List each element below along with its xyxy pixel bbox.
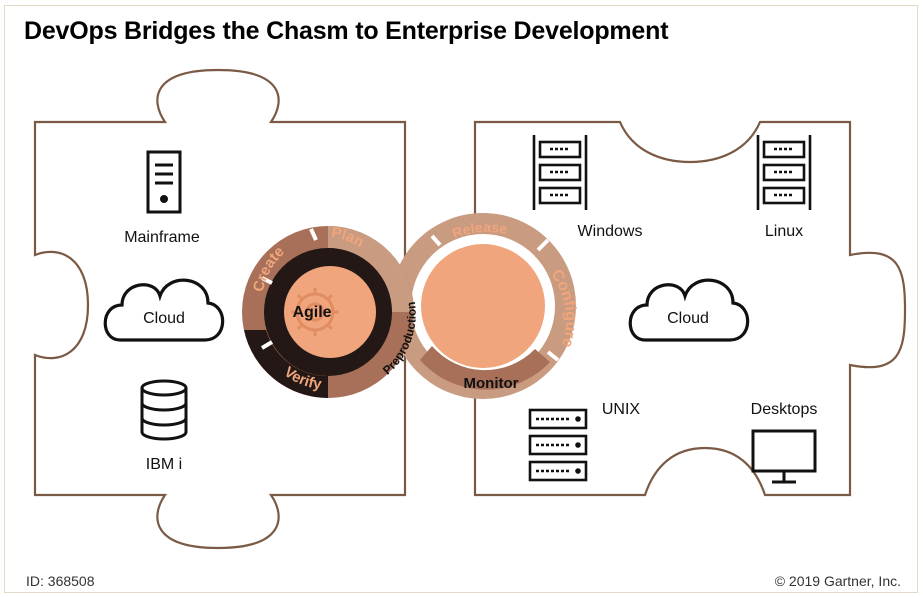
windows-label: Windows: [578, 223, 643, 240]
page-title: DevOps Bridges the Chasm to Enterprise D…: [24, 17, 669, 45]
server-stack-icon: [528, 408, 588, 482]
agile-center-label: Agile: [292, 304, 331, 321]
agile-cycle: Agile Plan Create Verify: [242, 224, 414, 398]
ops-cycle: Release Configure Monitor: [390, 213, 579, 399]
server-rack-icon-windows: [532, 135, 588, 210]
figure-id: ID: 368508: [26, 573, 95, 589]
cloud-icon: [103, 278, 225, 342]
mainframe-label: Mainframe: [124, 229, 200, 246]
copyright: © 2019 Gartner, Inc.: [774, 573, 901, 589]
cloud-label-right: Cloud: [667, 310, 709, 327]
linux-label: Linux: [765, 223, 803, 240]
cloud-icon-right: [628, 278, 750, 342]
desktops-label: Desktops: [751, 401, 818, 418]
server-rack-icon-linux: [756, 135, 812, 210]
gear-icon: [291, 288, 339, 336]
monitor-icon: [751, 429, 817, 484]
ops-stage-monitor: Monitor: [464, 375, 519, 392]
figure-frame: [4, 5, 918, 593]
cloud-label-left: Cloud: [143, 310, 185, 327]
database-icon: [140, 379, 188, 441]
unix-label: UNIX: [602, 401, 641, 418]
ibm-i-label: IBM i: [146, 456, 182, 473]
server-tower-icon: [146, 150, 182, 214]
